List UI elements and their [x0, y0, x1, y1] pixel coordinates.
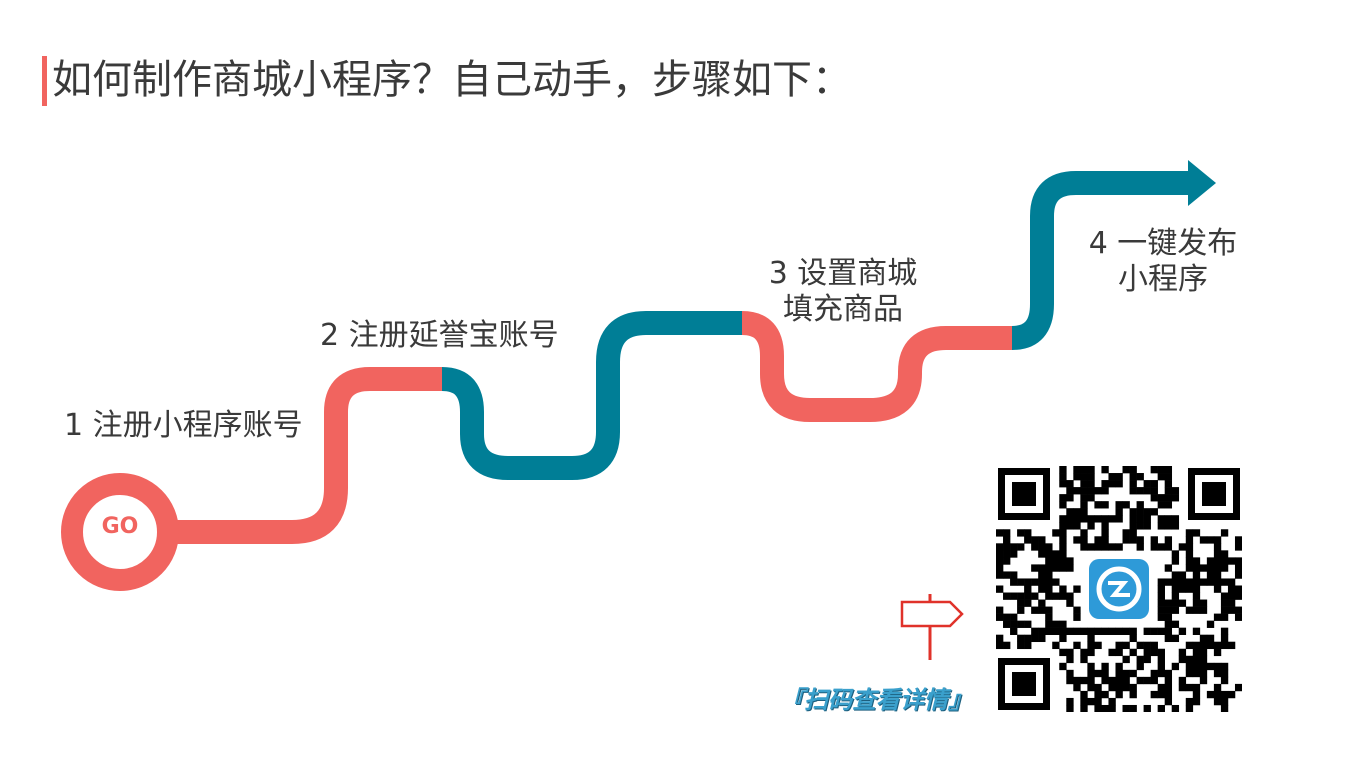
step-3-line-2: 填充商品: [783, 292, 903, 327]
step-1-label: 1 注册小程序账号: [64, 408, 303, 443]
page-title: 如何制作商城小程序？自己动手，步骤如下：: [52, 57, 852, 103]
path-segment-4: [1011, 171, 1192, 350]
step-2-label: 2 注册延誉宝账号: [320, 318, 559, 353]
step-3-line-1: 3 设置商城: [768, 256, 918, 291]
path-segment-2: [441, 311, 742, 480]
path-arrow-head: [1188, 160, 1216, 206]
step-3-label: 3 设置商城 填充商品: [758, 256, 928, 328]
brand-logo-icon: [1084, 554, 1154, 624]
qr-caption: 『扫码查看详情』: [780, 686, 972, 714]
qr-code[interactable]: [996, 466, 1242, 712]
signpost-icon: [900, 594, 964, 660]
path-segment-3: [741, 311, 1012, 422]
go-label: GO: [101, 514, 139, 539]
path-segment-1: [160, 367, 442, 544]
step-4-line-2: 小程序: [1118, 262, 1208, 297]
step-4-label: 4 一键发布 小程序: [1078, 226, 1248, 298]
title-accent-bar: [42, 56, 47, 106]
go-circle[interactable]: [61, 473, 179, 591]
step-4-line-1: 4 一键发布: [1088, 226, 1238, 261]
